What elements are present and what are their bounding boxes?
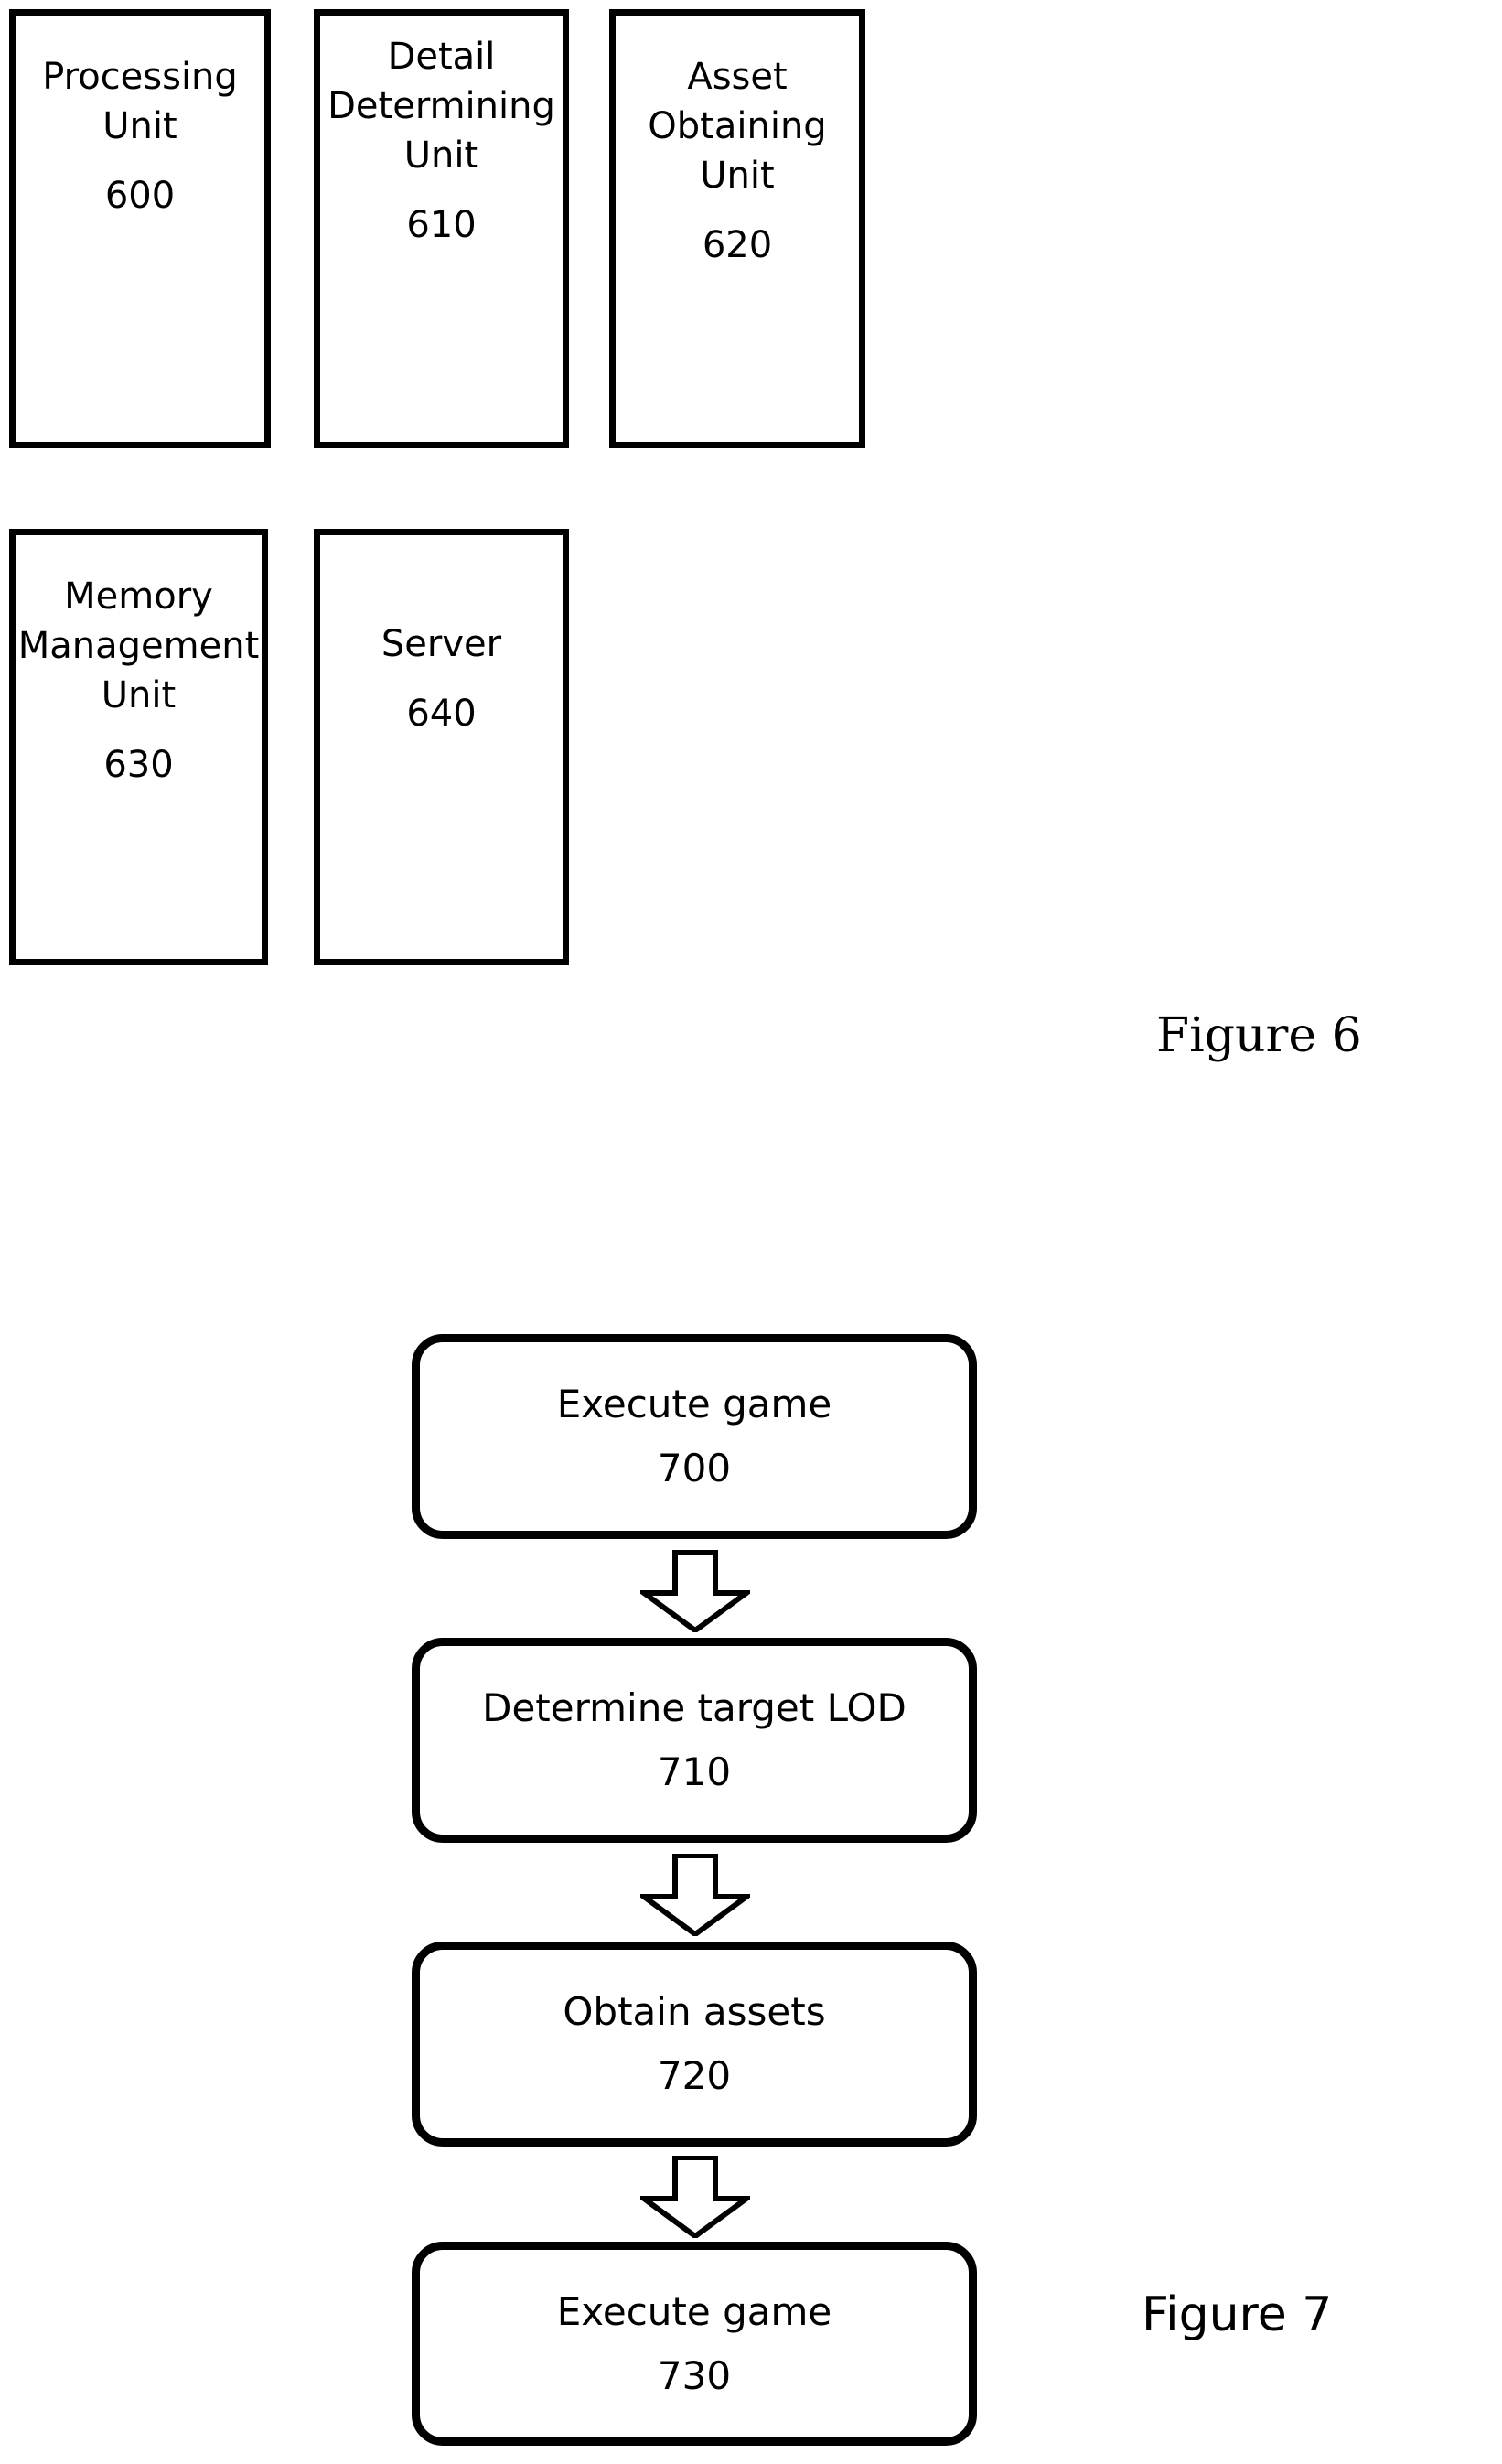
flow-step-execute-game-700: Execute game 700 (412, 1334, 977, 1539)
unit-reference-number: 620 (702, 224, 773, 266)
flow-step-label: Obtain assets (563, 1989, 826, 2034)
flow-step-label: Execute game (556, 1382, 832, 1426)
down-arrow-icon (640, 1854, 750, 1936)
down-arrow-icon (640, 1550, 750, 1632)
figure-7-caption: Figure 7 (1142, 2287, 1333, 2342)
unit-reference-number: 640 (406, 693, 477, 735)
down-arrow-icon (640, 2156, 750, 2238)
unit-reference-number: 630 (103, 744, 174, 786)
unit-title: Asset Obtaining Unit (648, 56, 827, 197)
unit-title: Detail Determining Unit (327, 36, 555, 177)
flow-step-determine-target-lod-710: Determine target LOD 710 (412, 1638, 977, 1843)
unit-title: Server (381, 623, 502, 665)
unit-box-server: Server 640 (314, 529, 569, 965)
flow-step-execute-game-730: Execute game 730 (412, 2242, 977, 2446)
flow-step-label: Execute game (556, 2288, 832, 2334)
unit-title: Memory Management Unit (17, 576, 260, 716)
figure-6-caption: Figure 6 (1156, 1008, 1362, 1063)
unit-box-detail-determining-unit: Detail Determining Unit 610 (314, 9, 569, 448)
flow-step-reference-number: 720 (657, 2053, 732, 2098)
flow-step-label: Determine target LOD (482, 1685, 907, 1730)
unit-box-memory-management-unit: Memory Management Unit 630 (9, 529, 268, 965)
flow-step-reference-number: 700 (657, 1446, 732, 1490)
unit-box-asset-obtaining-unit: Asset Obtaining Unit 620 (609, 9, 865, 448)
unit-reference-number: 610 (406, 204, 477, 246)
unit-box-processing-unit: Processing Unit 600 (9, 9, 271, 448)
unit-reference-number: 600 (104, 175, 176, 217)
flow-step-reference-number: 730 (657, 2352, 732, 2398)
unit-title: Processing Unit (42, 56, 238, 147)
flow-step-reference-number: 710 (657, 1749, 732, 1794)
flow-step-obtain-assets-720: Obtain assets 720 (412, 1942, 977, 2147)
